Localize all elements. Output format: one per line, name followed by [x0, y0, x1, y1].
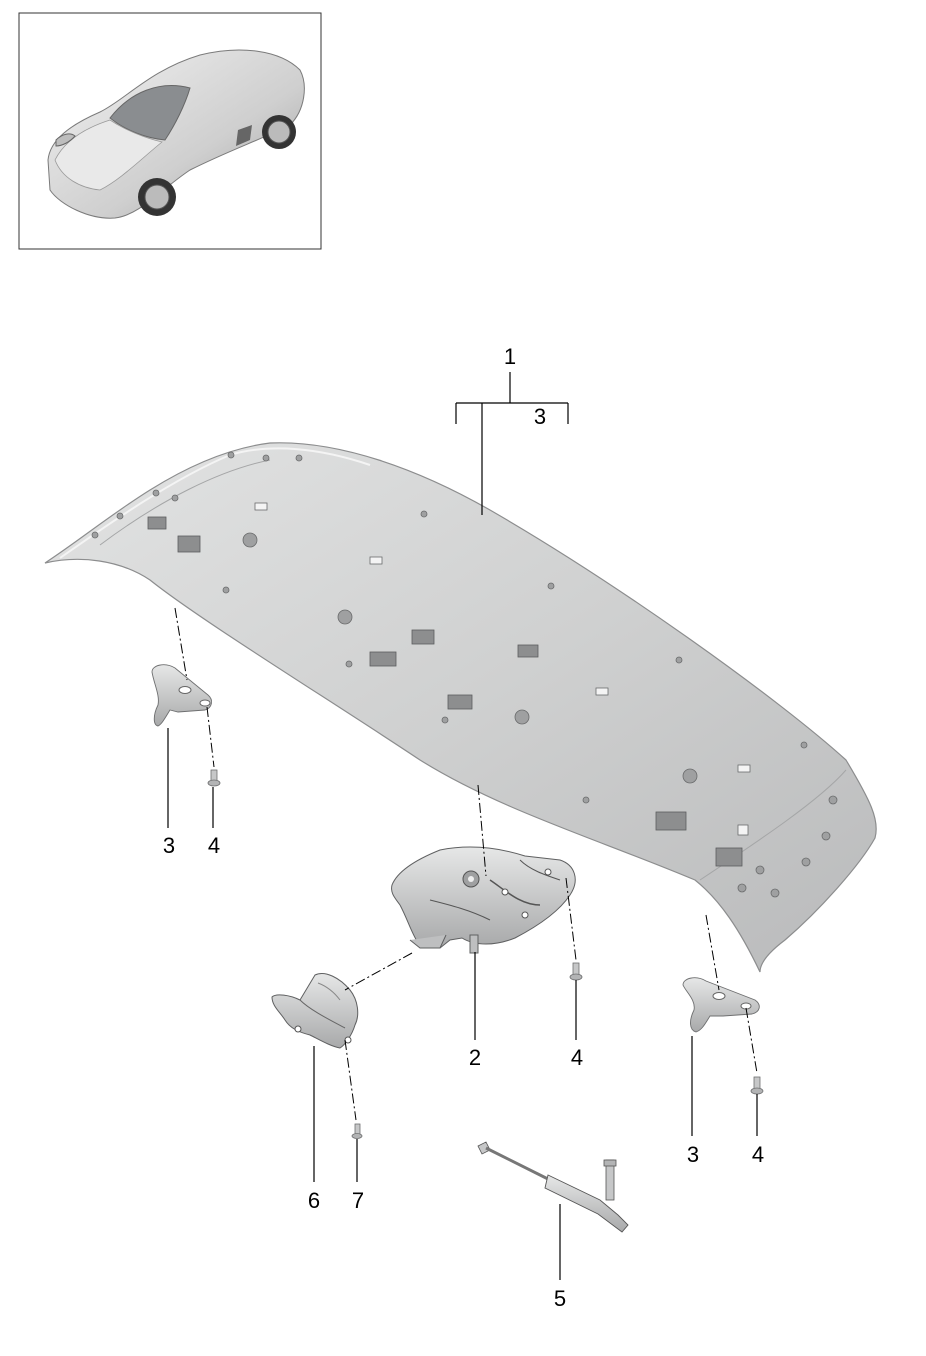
callout-4-right: 4: [751, 1142, 765, 1167]
leader-lines: [167, 728, 758, 1280]
hinge-bracket-left-part-3: [151, 664, 212, 727]
hinge-bracket-right-part-3: [682, 977, 760, 1033]
roof-panel-part-1: [44, 442, 877, 973]
release-cable-part-5: [477, 1141, 629, 1233]
bolt-left-part-4: [207, 769, 221, 787]
callout-2: 2: [468, 1045, 482, 1070]
latch-mechanism-part-2: [391, 846, 576, 954]
bolt-right-part-4: [750, 1076, 764, 1095]
bolt-middle-part-4: [569, 962, 583, 981]
callout-1: 1: [503, 344, 517, 369]
callout-bracket-1: [455, 372, 569, 515]
callout-4-middle: 4: [570, 1045, 584, 1070]
callout-3-bracket: 3: [533, 404, 547, 429]
thumbnail-frame: [18, 12, 322, 250]
callout-7: 7: [351, 1188, 365, 1213]
callout-6: 6: [307, 1188, 321, 1213]
assembly-lines: [174, 607, 758, 1121]
striker-part-6: [271, 973, 359, 1049]
bolt-part-7: [351, 1123, 363, 1139]
car-thumbnail-image: [47, 49, 305, 219]
callout-3-left: 3: [162, 833, 176, 858]
callout-5: 5: [553, 1286, 567, 1311]
callout-4-left: 4: [207, 833, 221, 858]
callout-3-right: 3: [686, 1142, 700, 1167]
